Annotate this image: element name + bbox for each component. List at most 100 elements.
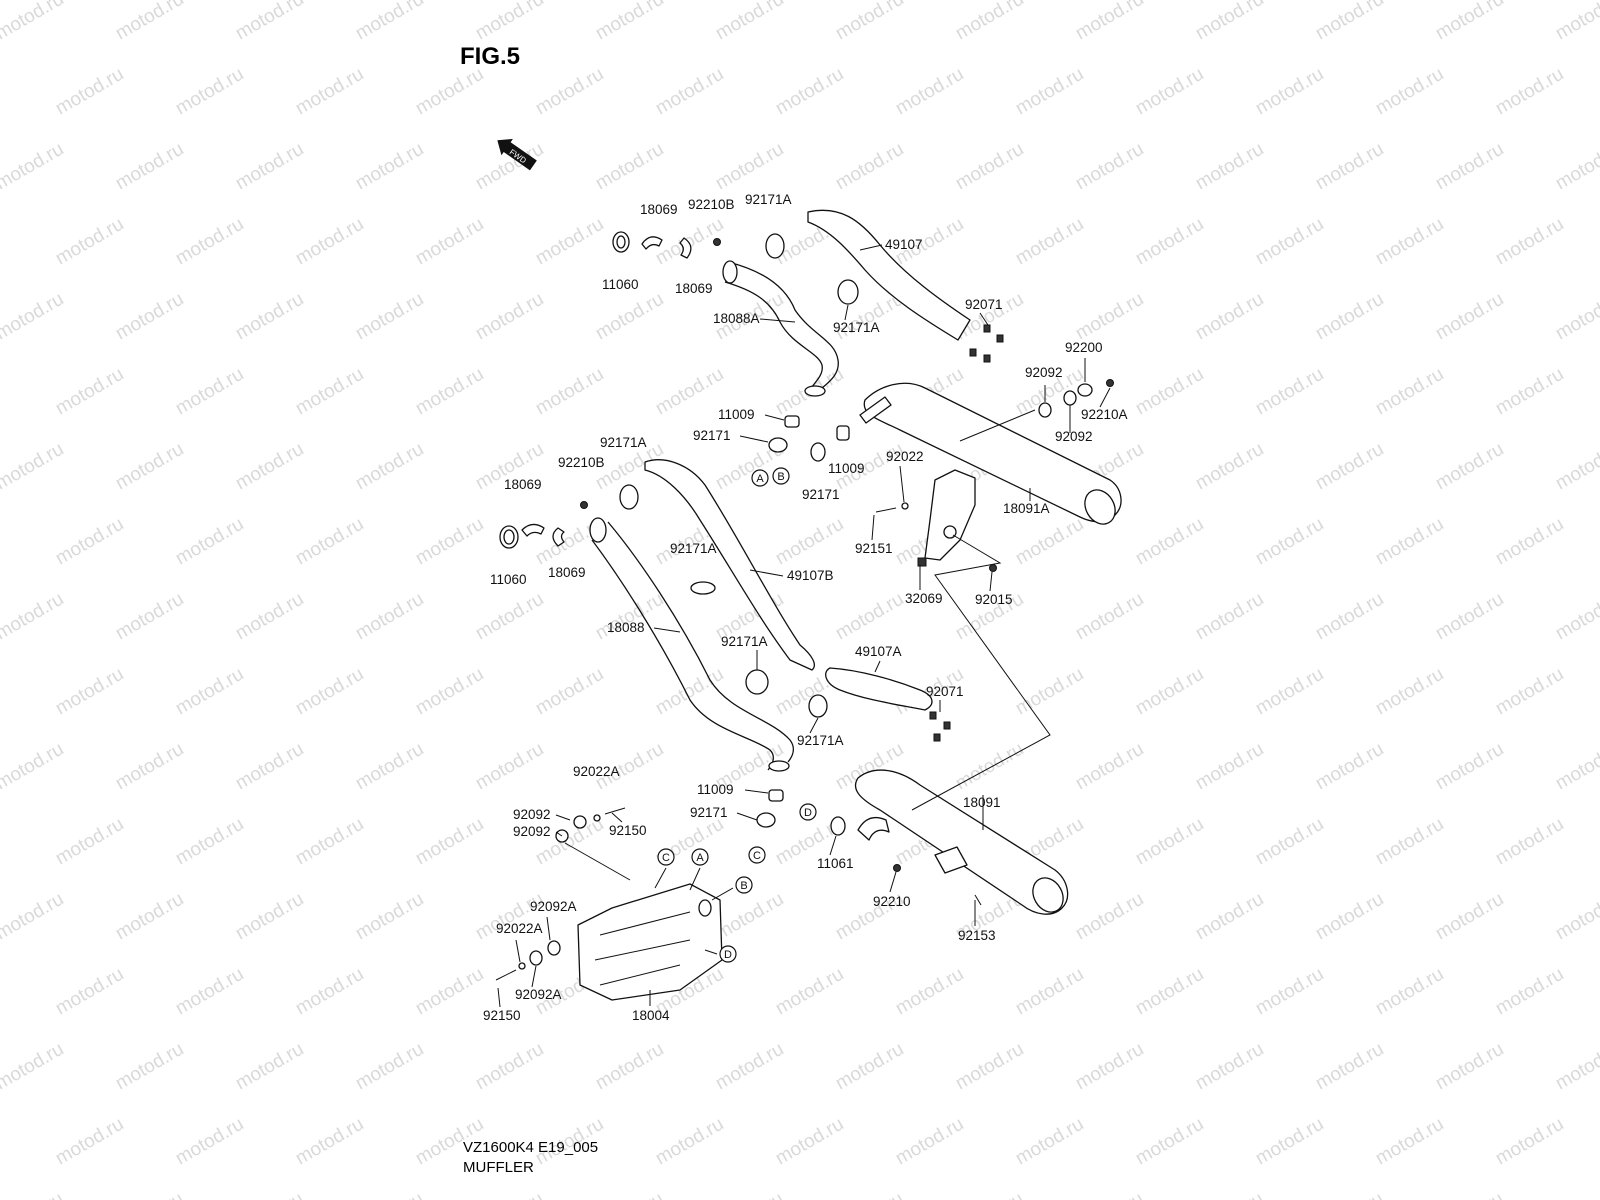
- watermark-text: motod.ru: [952, 739, 1027, 795]
- assembly-line-chamber: [564, 842, 631, 881]
- watermark-text: motod.ru: [172, 214, 247, 270]
- part-label-18091: 18091: [963, 795, 1001, 810]
- watermark-text: motod.ru: [172, 964, 247, 1020]
- watermark-text: motod.ru: [0, 289, 67, 345]
- leader-line: [759, 318, 796, 323]
- watermark-text: motod.ru: [952, 1039, 1027, 1095]
- part-label-18069: 18069: [675, 281, 713, 296]
- part-label-92092: 92092: [513, 824, 551, 839]
- part-label-11060: 11060: [602, 277, 639, 292]
- watermark-text: motod.ru: [1372, 364, 1447, 420]
- clamp-92171a-mid: [837, 279, 859, 305]
- part-label-92210a: 92210A: [1081, 407, 1128, 422]
- watermark-text: motod.ru: [1312, 139, 1387, 195]
- part-label-18088a: 18088A: [713, 311, 760, 326]
- watermark-text: motod.ru: [0, 889, 67, 945]
- heat-shield-49107: [807, 209, 971, 341]
- reference-marker-c: C: [657, 848, 675, 866]
- leader-line: [829, 835, 837, 856]
- watermark-text: motod.ru: [1132, 964, 1207, 1020]
- watermark-text: motod.ru: [292, 214, 367, 270]
- watermark-text: motod.ru: [832, 139, 907, 195]
- watermark-text: motod.ru: [232, 439, 307, 495]
- part-label-92153: 92153: [958, 928, 996, 943]
- watermark-text: motod.ru: [1552, 739, 1600, 795]
- watermark-text: motod.ru: [232, 1189, 307, 1200]
- watermark-text: motod.ru: [1492, 364, 1567, 420]
- bolt-92150-top: [604, 807, 626, 815]
- watermark-text: motod.ru: [592, 1189, 667, 1200]
- watermark-text: motod.ru: [1492, 1114, 1567, 1170]
- watermark-text: motod.ru: [112, 0, 187, 44]
- clamp-92171-b: [810, 442, 826, 462]
- watermark-text: motod.ru: [1312, 739, 1387, 795]
- header-pipe-18088a-flange: [722, 260, 738, 284]
- watermark-text: motod.ru: [1372, 1114, 1447, 1170]
- watermark-text: motod.ru: [172, 64, 247, 120]
- watermark-text: motod.ru: [1252, 964, 1327, 1020]
- chamber-18004-port: [698, 899, 712, 917]
- watermark-text: motod.ru: [112, 889, 187, 945]
- leader-line: [555, 814, 571, 821]
- watermark-text: motod.ru: [1252, 1114, 1327, 1170]
- watermark-text: motod.ru: [232, 889, 307, 945]
- watermark-text: motod.ru: [172, 814, 247, 870]
- leader-line: [859, 244, 883, 251]
- watermark-text: motod.ru: [1132, 364, 1207, 420]
- watermark-text: motod.ru: [712, 889, 787, 945]
- part-label-92171: 92171: [690, 805, 728, 820]
- part-label-18088: 18088: [607, 620, 645, 635]
- gasket-11061: [830, 816, 846, 836]
- reference-marker-letter: D: [804, 807, 812, 819]
- watermark-text: motod.ru: [1372, 964, 1447, 1020]
- nut-92210: [893, 864, 901, 872]
- watermark-text: motod.ru: [772, 64, 847, 120]
- screw-92071-c: [969, 348, 977, 357]
- part-label-92210b: 92210B: [688, 197, 735, 212]
- screw-92071-b: [996, 334, 1004, 343]
- clamp-92171a-lower-c: [808, 694, 828, 718]
- leader-line: [515, 939, 521, 963]
- assembly-line-upper: [959, 409, 1036, 442]
- watermark-text: motod.ru: [1312, 289, 1387, 345]
- part-label-92151: 92151: [855, 541, 893, 556]
- watermark-text: motod.ru: [352, 739, 427, 795]
- watermark-text: motod.ru: [172, 664, 247, 720]
- watermark-text: motod.ru: [292, 1114, 367, 1170]
- watermark-text: motod.ru: [112, 289, 187, 345]
- watermark-text: motod.ru: [172, 514, 247, 570]
- watermark-text: motod.ru: [232, 589, 307, 645]
- watermark-text: motod.ru: [472, 289, 547, 345]
- gasket-11060-upper-inner: [616, 235, 626, 249]
- watermark-text: motod.ru: [472, 589, 547, 645]
- watermark-text: motod.ru: [652, 64, 727, 120]
- heat-shield-49107b: [644, 459, 815, 671]
- watermark-text: motod.ru: [1432, 439, 1507, 495]
- watermark-text: motod.ru: [1192, 739, 1267, 795]
- screw-92071-f: [943, 721, 951, 730]
- clamp-92171a-lower-mid: [690, 581, 716, 595]
- watermark-text: motod.ru: [172, 1114, 247, 1170]
- watermark-text: motod.ru: [352, 439, 427, 495]
- reference-marker-a: A: [691, 848, 709, 866]
- watermark-text: motod.ru: [412, 214, 487, 270]
- watermark-text: motod.ru: [592, 139, 667, 195]
- screw-92071-d: [983, 354, 991, 363]
- clamp-92171a-upper: [765, 233, 785, 259]
- watermark-text: motod.ru: [52, 64, 127, 120]
- clamp-92171-lower: [756, 812, 776, 828]
- leader-line: [653, 627, 681, 633]
- part-label-92150: 92150: [483, 1008, 521, 1023]
- watermark-text: motod.ru: [772, 964, 847, 1020]
- watermark-text: motod.ru: [832, 1189, 907, 1200]
- watermark-text: motod.ru: [1372, 214, 1447, 270]
- watermark-text: motod.ru: [1492, 964, 1567, 1020]
- watermark-text: motod.ru: [1072, 589, 1147, 645]
- watermark-text: motod.ru: [112, 589, 187, 645]
- part-label-92210: 92210: [873, 894, 911, 909]
- watermark-text: motod.ru: [232, 0, 307, 44]
- header-pipe-18088a-outlet: [804, 385, 826, 397]
- watermark-text: motod.ru: [112, 439, 187, 495]
